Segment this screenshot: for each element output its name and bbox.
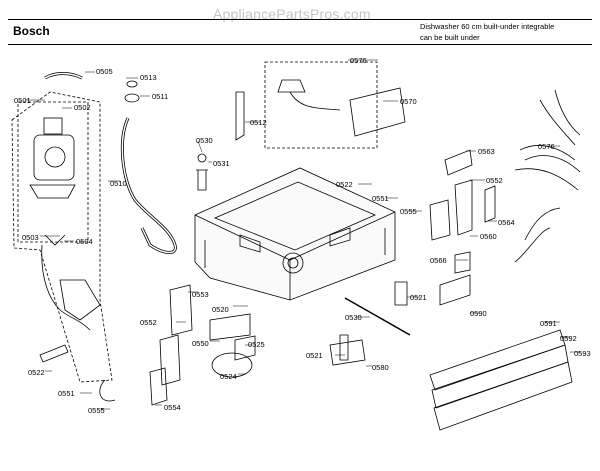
- part-number-labels: 0505 0513 0501 0511 0502 0576 0570 0512 0530 0531…: [14, 56, 591, 415]
- part-label-0551: 0551: [58, 389, 75, 398]
- plinth-panel-back: [433, 361, 573, 431]
- plinth-clip: [429, 199, 451, 241]
- hinge-spring: [484, 185, 496, 223]
- part-label-0580: 0580: [372, 363, 389, 372]
- part-label-0510: 0510: [110, 179, 127, 188]
- part-label-0552: 0552: [486, 176, 503, 185]
- part-label-0593: 0593: [574, 349, 591, 358]
- part-label-0551: 0551: [372, 194, 389, 203]
- plinth-panel-front: [429, 329, 566, 391]
- part-label-0502: 0502: [74, 103, 91, 112]
- part-label-0521: 0521: [306, 351, 323, 360]
- part-label-0511: 0511: [152, 92, 168, 101]
- part-label-0512: 0512: [250, 118, 267, 127]
- header-bottom-rule: [8, 44, 592, 45]
- base-tub: [194, 167, 396, 301]
- part-label-0590: 0590: [470, 309, 487, 318]
- inlet-connector: [59, 279, 101, 321]
- screw: [196, 169, 208, 191]
- nut: [197, 153, 207, 163]
- part-label-0560: 0560: [480, 232, 497, 241]
- part-label-0521: 0521: [410, 293, 427, 302]
- water-inlet-group-outline: [11, 91, 113, 383]
- part-label-0555: 0555: [400, 207, 417, 216]
- part-label-0530: 0530: [345, 313, 362, 322]
- watermark: AppliancePartsPros.com: [213, 6, 371, 22]
- part-label-0592: 0592: [560, 334, 577, 343]
- sensor-group-outline: [264, 61, 378, 149]
- part-label-0555: 0555: [88, 406, 105, 415]
- rear-foot-bracket: [439, 274, 471, 306]
- rear-screw: [339, 334, 349, 361]
- part-label-0591: 0591: [540, 319, 557, 328]
- part-label-0522: 0522: [336, 180, 353, 189]
- model-description-line-1: Dishwasher 60 cm built-under integrable: [420, 22, 555, 31]
- foot-guide: [454, 251, 471, 274]
- part-label-0513: 0513: [140, 73, 157, 82]
- door-hinge: [159, 334, 181, 386]
- part-label-0520: 0520: [212, 305, 229, 314]
- header-top-rule: [8, 19, 592, 20]
- part-label-0554: 0554: [164, 403, 181, 412]
- aquastop-valve: [29, 117, 76, 246]
- wiring-harness: [514, 89, 581, 263]
- part-label-0553: 0553: [192, 290, 209, 299]
- adjusting-foot: [394, 281, 408, 306]
- part-label-0576: 0576: [538, 142, 555, 151]
- hinge-bracket-upper: [444, 149, 473, 176]
- hinge-lever: [149, 367, 168, 406]
- part-label-0566: 0566: [430, 256, 447, 265]
- aquastop-group-outline: [17, 101, 89, 243]
- support-bracket: [235, 91, 245, 141]
- leveling-disc: [211, 352, 253, 378]
- part-label-0550: 0550: [192, 339, 209, 348]
- inlet-hose: [41, 244, 91, 331]
- part-label-0503: 0503: [22, 233, 39, 242]
- cable-loop: [99, 379, 116, 402]
- adjusting-rod: [344, 297, 411, 336]
- part-label-0524: 0524: [220, 372, 237, 381]
- flow-sensor: [277, 79, 306, 93]
- part-label-0522: 0522: [28, 368, 45, 377]
- part-label-0530: 0530: [196, 136, 213, 145]
- foot-bar: [329, 339, 366, 366]
- part-label-0531: 0531: [213, 159, 230, 168]
- control-module: [349, 87, 406, 137]
- model-description-line-2: can be built under: [420, 33, 480, 42]
- cable-tie: [39, 344, 69, 363]
- part-label-0525: 0525: [248, 340, 265, 349]
- part-label-0552: 0552: [140, 318, 157, 327]
- part-label-0504: 0504: [76, 237, 93, 246]
- plinth-panel-middle: [431, 344, 569, 409]
- leader-lines: [25, 59, 580, 410]
- part-label-0570: 0570: [400, 97, 417, 106]
- part-label-0563: 0563: [478, 147, 495, 156]
- hose-clamp: [126, 80, 138, 88]
- part-label-0501: 0501: [14, 96, 31, 105]
- part-label-0505: 0505: [96, 67, 113, 76]
- brand-title: Bosch: [13, 24, 50, 38]
- part-label-0564: 0564: [498, 218, 515, 227]
- bracket-plate: [209, 313, 251, 341]
- part-label-0576: 0576: [350, 56, 367, 65]
- hinge-bracket: [454, 179, 473, 236]
- lever-bracket: [169, 284, 193, 336]
